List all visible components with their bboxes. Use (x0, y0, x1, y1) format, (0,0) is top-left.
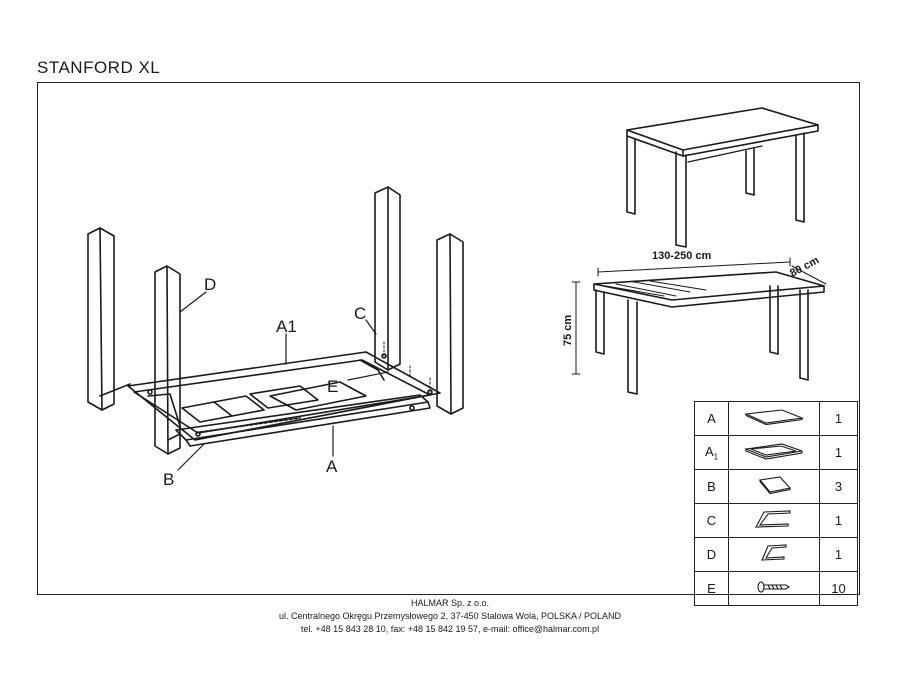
footer-address: ul. Centralnego Okręgu Przemysłowego 2, … (278, 611, 621, 621)
part-code: A1 (694, 435, 729, 470)
part-quantity: 1 (819, 503, 858, 538)
tabletop-panel-icon (728, 401, 820, 436)
footer-company: HALMAR Sp. z o.o. (410, 598, 490, 608)
label-d: D (204, 275, 217, 294)
parts-row: A1 1 (694, 435, 858, 470)
label-e: E (327, 377, 339, 396)
part-quantity: 1 (819, 537, 858, 572)
parts-row: B 3 (694, 469, 858, 504)
parts-row: C 1 (694, 503, 858, 538)
extension-leaf-icon (728, 469, 820, 504)
part-code: C (694, 503, 729, 538)
label-c: C (354, 304, 367, 323)
part-code: A (694, 401, 729, 436)
label-a1: A1 (276, 317, 297, 336)
tabletop-frame-icon (728, 435, 820, 470)
screw-icon (728, 571, 820, 606)
part-quantity: 1 (819, 435, 858, 470)
parts-row: E 10 (694, 571, 858, 606)
dimension-height: 75 cm (562, 314, 574, 346)
bracket-d-icon (728, 537, 820, 572)
drawing-frame (37, 82, 860, 595)
product-title: STANFORD XL (37, 58, 161, 77)
underside-assembly-view (87, 186, 464, 471)
part-quantity: 10 (819, 571, 858, 606)
part-code: B (694, 469, 729, 504)
label-a: A (326, 457, 338, 476)
part-quantity: 3 (819, 469, 858, 504)
table-perspective-view (626, 107, 819, 248)
parts-list-table: A 1 A1 1 B 3 C (694, 401, 858, 606)
part-code: D (694, 537, 729, 572)
label-b: B (163, 470, 175, 489)
dimension-length: 130-250 cm (652, 250, 712, 262)
table-dimension-view (571, 257, 827, 395)
parts-row: D 1 (694, 537, 858, 572)
footer-contact: tel. +48 15 843 28 10, fax: +48 15 842 1… (300, 624, 600, 634)
parts-row: A 1 (694, 401, 858, 436)
bracket-c-icon (728, 503, 820, 538)
part-quantity: 1 (819, 401, 858, 436)
